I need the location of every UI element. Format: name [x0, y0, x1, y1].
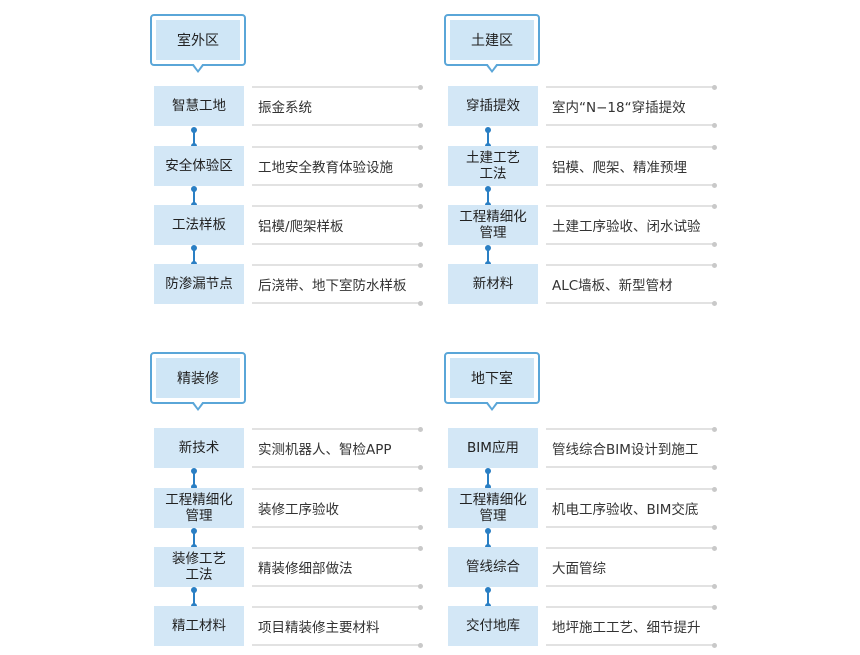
connector-line: [191, 186, 197, 208]
step-label: 智慧工地: [154, 86, 244, 126]
flow-row: 安全体验区 工地安全教育体验设施: [154, 144, 454, 188]
flow-row: 智慧工地 振金系统: [154, 84, 454, 128]
connector-line: [191, 468, 197, 490]
step-description: 机电工序验收、BIM交底: [546, 486, 717, 530]
panel-header: 精装修: [150, 352, 246, 404]
step-description: 大面管综: [546, 545, 717, 589]
flow-row: 工法样板 铝模/爬架样板: [154, 203, 454, 247]
step-description: 后浇带、地下室防水样板: [252, 262, 423, 306]
flow-row: 工程精细化管理 机电工序验收、BIM交底: [448, 486, 748, 530]
step-description: 铝模、爬架、精准预埋: [546, 144, 717, 188]
connector-line: [191, 587, 197, 609]
step-label: 新材料: [448, 264, 538, 304]
step-description: 装修工序验收: [252, 486, 423, 530]
panel-outdoor: 室外区 智慧工地 振金系统 安全体验区 工地安全教育体验设施 工法样板 铝模/爬…: [150, 14, 450, 314]
panel-finishing: 精装修 新技术 实测机器人、智检APP 工程精细化管理 装修工序验收 装修工艺工…: [150, 352, 450, 652]
flow-row: 精工材料 项目精装修主要材料: [154, 604, 454, 648]
flow-row: 装修工艺工法 精装修细部做法: [154, 545, 454, 589]
step-description: ALC墙板、新型管材: [546, 262, 717, 306]
connector-line: [485, 186, 491, 208]
connector-line: [485, 468, 491, 490]
step-label: 管线综合: [448, 547, 538, 587]
step-description: 振金系统: [252, 84, 423, 128]
flow-row: 新技术 实测机器人、智检APP: [154, 426, 454, 470]
step-description: 精装修细部做法: [252, 545, 423, 589]
flow-row: 工程精细化管理 土建工序验收、闭水试验: [448, 203, 748, 247]
connector-line: [485, 587, 491, 609]
step-description: 工地安全教育体验设施: [252, 144, 423, 188]
step-label: 精工材料: [154, 606, 244, 646]
connector-line: [191, 528, 197, 550]
step-label: 安全体验区: [154, 146, 244, 186]
panel-header: 地下室: [444, 352, 540, 404]
panel-basement: 地下室 BIM应用 管线综合BIM设计到施工 工程精细化管理 机电工序验收、BI…: [444, 352, 744, 652]
panel-civil: 土建区 穿插提效 室内“N−18“穿插提效 土建工艺工法 铝模、爬架、精准预埋 …: [444, 14, 744, 314]
step-description: 管线综合BIM设计到施工: [546, 426, 717, 470]
step-label: 工程精细化管理: [448, 488, 538, 528]
step-label: 新技术: [154, 428, 244, 468]
step-label: 工程精细化管理: [448, 205, 538, 245]
step-description: 室内“N−18“穿插提效: [546, 84, 717, 128]
flow-row: 防渗漏节点 后浇带、地下室防水样板: [154, 262, 454, 306]
step-description: 实测机器人、智检APP: [252, 426, 423, 470]
step-label: 交付地库: [448, 606, 538, 646]
step-label: BIM应用: [448, 428, 538, 468]
panel-title: 室外区: [156, 20, 240, 60]
step-description: 铝模/爬架样板: [252, 203, 423, 247]
panel-header: 室外区: [150, 14, 246, 66]
step-label: 工法样板: [154, 205, 244, 245]
step-label: 防渗漏节点: [154, 264, 244, 304]
flow-row: 工程精细化管理 装修工序验收: [154, 486, 454, 530]
step-label: 穿插提效: [448, 86, 538, 126]
connector-line: [485, 127, 491, 149]
flow-row: 穿插提效 室内“N−18“穿插提效: [448, 84, 748, 128]
flow-row: 交付地库 地坪施工工艺、细节提升: [448, 604, 748, 648]
flow-row: 管线综合 大面管综: [448, 545, 748, 589]
connector-line: [485, 245, 491, 267]
flow-row: 新材料 ALC墙板、新型管材: [448, 262, 748, 306]
panel-title: 精装修: [156, 358, 240, 398]
panel-title: 地下室: [450, 358, 534, 398]
connector-line: [485, 528, 491, 550]
step-label: 装修工艺工法: [154, 547, 244, 587]
connector-line: [191, 245, 197, 267]
step-description: 地坪施工工艺、细节提升: [546, 604, 717, 648]
flow-row: 土建工艺工法 铝模、爬架、精准预埋: [448, 144, 748, 188]
step-label: 工程精细化管理: [154, 488, 244, 528]
step-description: 土建工序验收、闭水试验: [546, 203, 717, 247]
flow-row: BIM应用 管线综合BIM设计到施工: [448, 426, 748, 470]
panel-title: 土建区: [450, 20, 534, 60]
connector-line: [191, 127, 197, 149]
step-description: 项目精装修主要材料: [252, 604, 423, 648]
step-label: 土建工艺工法: [448, 146, 538, 186]
panel-header: 土建区: [444, 14, 540, 66]
